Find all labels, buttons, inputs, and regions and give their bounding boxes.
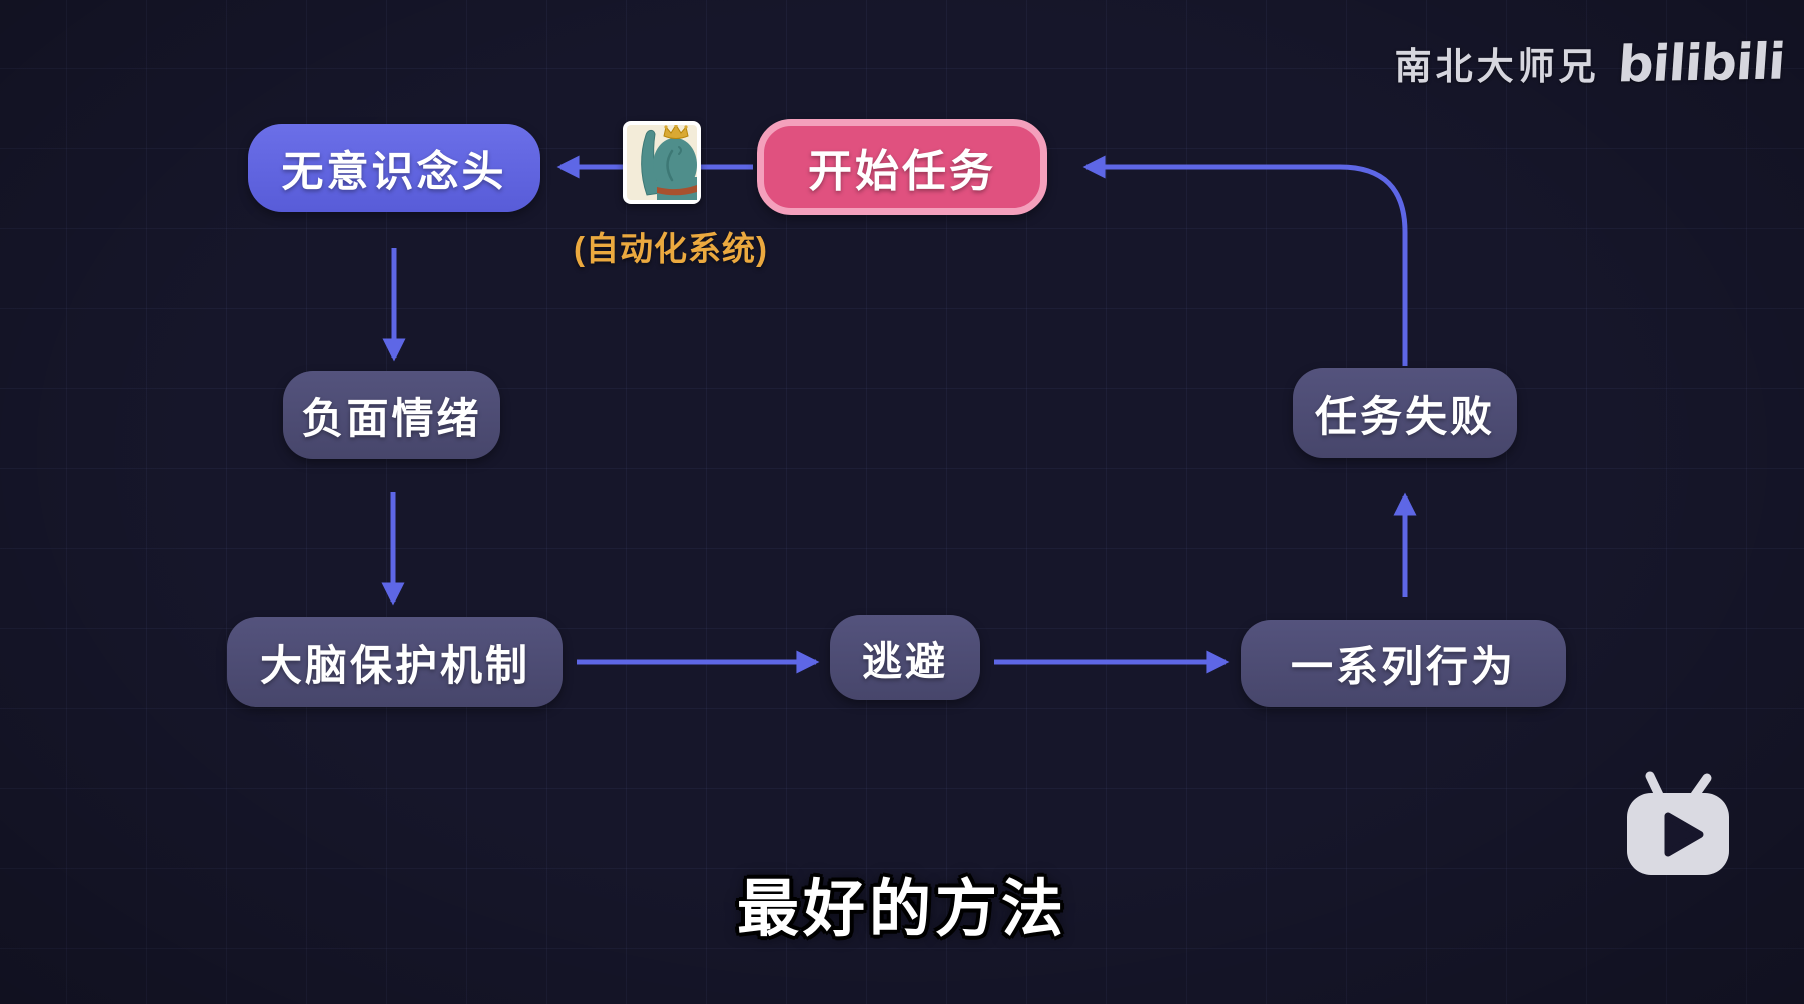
channel-name: 南北大师兄: [1394, 46, 1600, 87]
node-series-of-behaviors-label: 一系列行为: [1290, 643, 1516, 690]
node-start-task: 开始任务: [757, 119, 1047, 215]
arrow-task-failure-to-start-loop: [1082, 155, 1408, 366]
node-unconscious-thoughts-label: 无意识念头: [281, 147, 507, 195]
edge-annotation-automated-system: (自动化系统): [574, 230, 768, 267]
node-start-task-label: 开始任务: [808, 147, 996, 196]
node-brain-protection: 大脑保护机制: [227, 617, 563, 707]
watermark: 南北大师兄 bilibili: [1394, 32, 1787, 94]
node-negative-emotion-label: 负面情绪: [301, 394, 482, 442]
elephant-card: [623, 121, 701, 204]
node-task-failure-label: 任务失败: [1314, 392, 1495, 440]
node-avoidance: 逃避: [830, 615, 980, 700]
node-negative-emotion: 负面情绪: [283, 371, 500, 459]
video-subtitle: 最好的方法: [736, 875, 1068, 944]
node-unconscious-thoughts: 无意识念头: [248, 124, 540, 212]
node-task-failure: 任务失败: [1293, 368, 1517, 458]
node-avoidance-label: 逃避: [862, 639, 948, 684]
elephant-with-crown-icon: [627, 125, 697, 200]
node-brain-protection-label: 大脑保护机制: [259, 641, 530, 689]
node-series-of-behaviors: 一系列行为: [1241, 620, 1566, 707]
bilibili-tv-play-icon: [1622, 768, 1734, 880]
bilibili-logo: bilibili: [1615, 32, 1787, 94]
